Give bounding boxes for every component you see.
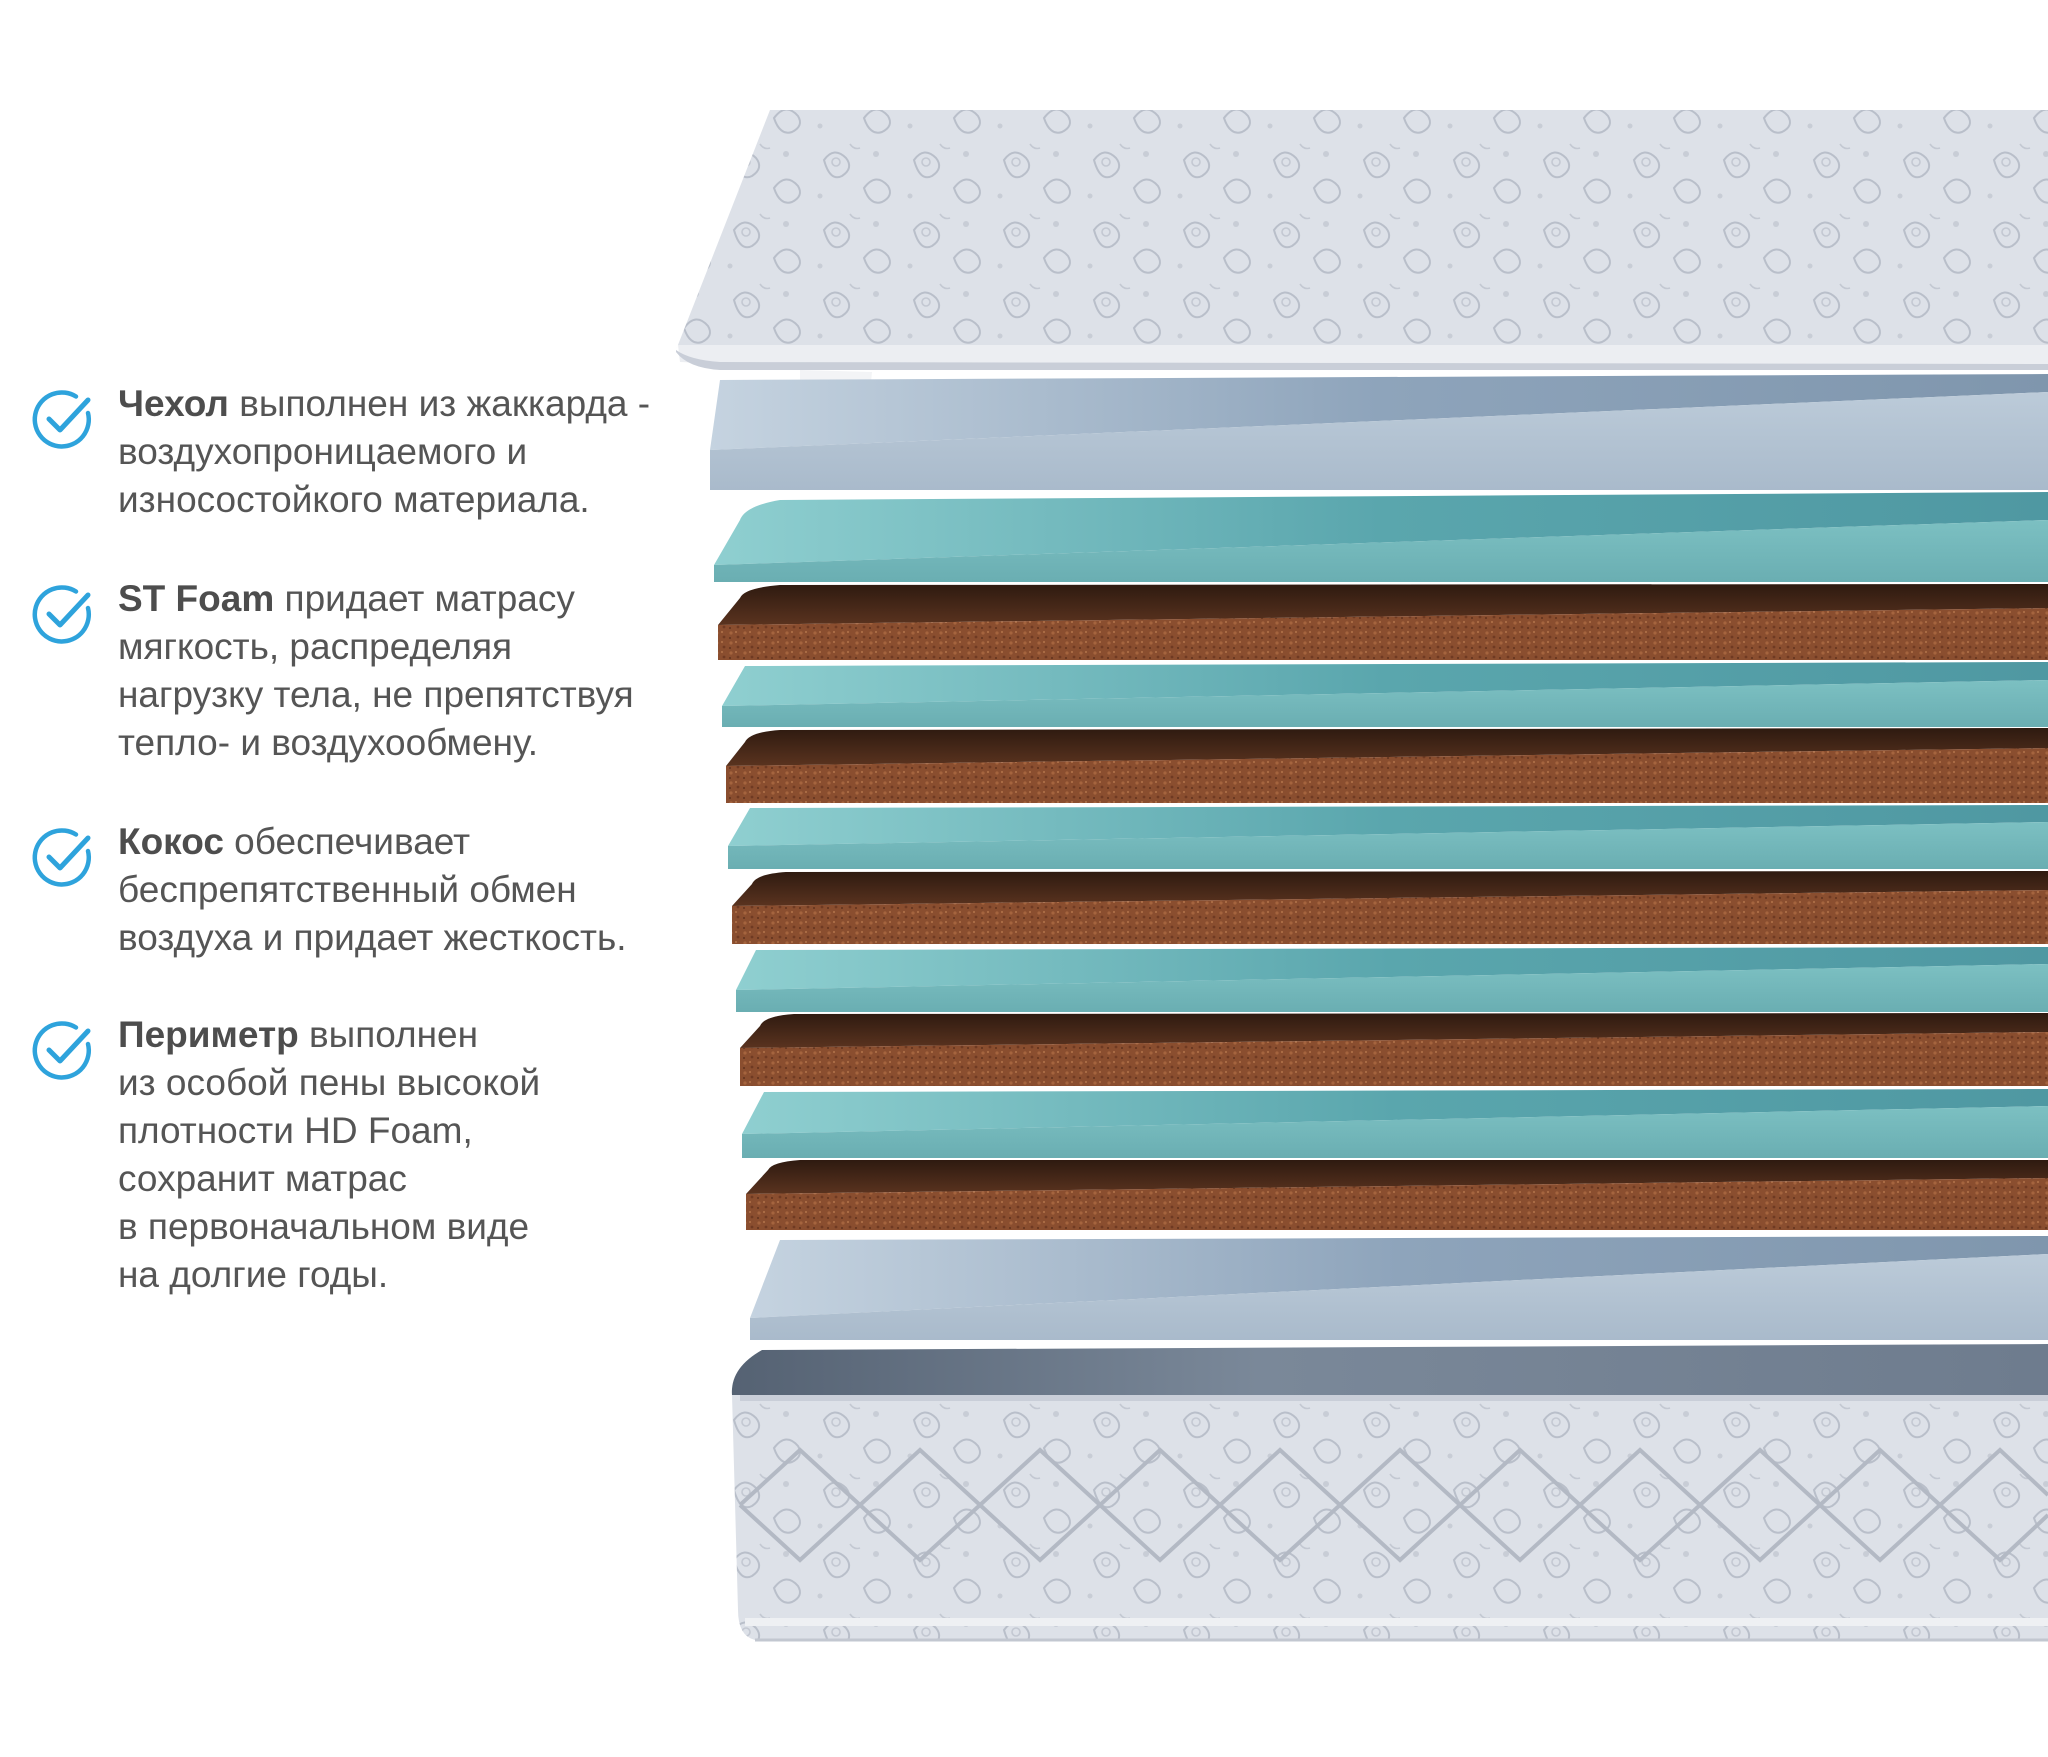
light-foam-layer-bottom — [750, 1236, 2048, 1340]
feature-cover-line-3: износостойкого материала. — [118, 479, 590, 520]
st-foam-layer-4 — [736, 947, 2048, 1012]
feature-st-foam-line-2: мягкость, распределяя — [118, 626, 513, 667]
feature-perimeter: Периметр выполнен из особой пены высокой… — [30, 1011, 710, 1299]
feature-coconut-title: Кокос — [118, 821, 224, 862]
coconut-layer-5 — [746, 1160, 2048, 1230]
feature-cover: Чехол выполнен из жаккарда - воздухопрон… — [30, 380, 710, 524]
feature-perimeter-line-3: плотности HD Foam, — [118, 1110, 473, 1151]
feature-st-foam: ST Foam придает матрасу мягкость, распре… — [30, 575, 710, 767]
st-foam-layer-3 — [728, 805, 2048, 869]
coconut-layer-2 — [726, 728, 2048, 803]
check-circle-icon — [32, 1021, 91, 1080]
feature-perimeter-title: Периметр — [118, 1014, 299, 1055]
feature-perimeter-line-4: сохранит матрас — [118, 1158, 407, 1199]
feature-coconut: Кокос обеспечивает беспрепятственный обм… — [30, 818, 710, 962]
feature-st-foam-first-rest: придает матрасу — [274, 578, 575, 619]
feature-perimeter-line-6: на долгие годы. — [118, 1254, 389, 1295]
features-list: Чехол выполнен из жаккарда - воздухопрон… — [0, 0, 720, 1757]
feature-cover-text: Чехол выполнен из жаккарда - воздухопрон… — [118, 380, 710, 524]
light-foam-layer-top — [710, 374, 2048, 490]
feature-coconut-line-2: беспрепятственный обмен — [118, 869, 577, 910]
check-circle-icon — [32, 828, 91, 887]
feature-perimeter-text: Периметр выполнен из особой пены высокой… — [118, 1011, 710, 1299]
check-circle-icon — [32, 585, 91, 644]
coconut-layer-1 — [718, 584, 2048, 660]
top-cover-layer — [676, 110, 2048, 392]
feature-perimeter-line-1: Периметр выполнен — [118, 1011, 710, 1059]
feature-coconut-text: Кокос обеспечивает беспрепятственный обм… — [118, 818, 710, 962]
st-foam-layer-2 — [722, 662, 2048, 727]
feature-st-foam-text: ST Foam придает матрасу мягкость, распре… — [118, 575, 710, 767]
feature-st-foam-title: ST Foam — [118, 578, 275, 619]
coconut-layer-3 — [732, 871, 2048, 944]
feature-cover-line-1: Чехол выполнен из жаккарда - — [118, 380, 710, 428]
feature-coconut-first-rest: обеспечивает — [223, 821, 471, 862]
check-circle-icon — [32, 390, 91, 449]
feature-perimeter-line-5: в первоначальном виде — [118, 1206, 530, 1247]
feature-st-foam-line-3: нагрузку тела, не препятствуя — [118, 674, 634, 715]
feature-coconut-line-3: воздуха и придает жесткость. — [118, 917, 627, 958]
feature-perimeter-line-2: из особой пены высокой — [118, 1062, 541, 1103]
st-foam-layer-1 — [714, 492, 2048, 582]
feature-cover-title: Чехол — [118, 383, 229, 424]
perimeter-base-layer — [731, 1344, 2048, 1642]
coconut-layer-4 — [740, 1013, 2048, 1086]
feature-perimeter-first-rest: выполнен — [298, 1014, 479, 1055]
feature-cover-first-rest: выполнен из жаккарда - — [228, 383, 651, 424]
st-foam-layer-5 — [742, 1089, 2048, 1158]
feature-cover-line-2: воздухопроницаемого и — [118, 431, 528, 472]
feature-st-foam-line-4: тепло- и воздухообмену. — [118, 722, 539, 763]
feature-st-foam-line-1: ST Foam придает матрасу — [118, 575, 710, 623]
feature-coconut-line-1: Кокос обеспечивает — [118, 818, 710, 866]
